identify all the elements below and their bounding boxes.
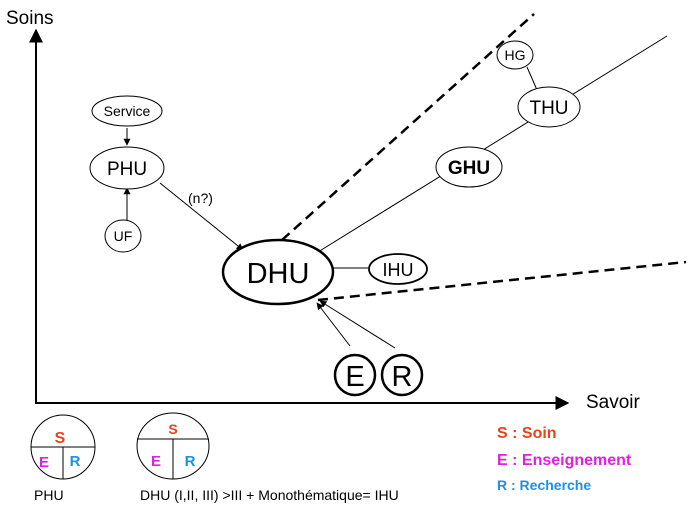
e-label: E: [345, 361, 364, 393]
thu-hg-link: [526, 66, 538, 91]
hg-label: HG: [505, 47, 526, 63]
r-label: R: [392, 361, 413, 393]
phu-structure-caption: PHU: [34, 487, 64, 503]
upper-dashed-line: [281, 13, 535, 241]
y-axis-label: Soins: [6, 8, 54, 29]
dhu-structure-caption: DHU (I,II, III) >III + Monothématique= I…: [140, 487, 399, 503]
phu-label: PHU: [107, 159, 147, 180]
thu-label: THU: [529, 98, 568, 119]
phu-to-dhu-arrow: [159, 182, 244, 251]
thu-node: THU: [517, 86, 581, 128]
phu-structure-circle: S E R: [30, 414, 96, 480]
legend-recherche: R : Recherche: [497, 477, 591, 493]
r-to-dhu-arrow: [319, 300, 396, 349]
ihu-node: IHU: [368, 253, 428, 285]
phu-circle-s: S: [55, 430, 66, 447]
dhu-circle-r: R: [185, 453, 196, 470]
lower-dashed-line: [317, 260, 687, 302]
service-label: Service: [104, 103, 151, 119]
growth-line: [317, 35, 668, 253]
legend-soin: S : Soin: [497, 425, 557, 442]
x-axis-label: Savoir: [586, 392, 641, 413]
dhu-circle-e: E: [151, 453, 161, 470]
dhu-label: DHU: [247, 258, 310, 290]
legend-enseignement: E : Enseignement: [497, 452, 632, 469]
uf-label: UF: [114, 228, 133, 244]
ghu-label: GHU: [448, 158, 490, 179]
ghu-node: GHU: [435, 146, 503, 188]
phu-circle-e: E: [39, 454, 49, 471]
ihu-label: IHU: [383, 260, 414, 280]
dhu-circle-s: S: [168, 421, 177, 437]
phu-dhu-edge-label: (n?): [188, 190, 213, 206]
r-node: R: [380, 353, 424, 397]
uf-node: UF: [104, 219, 142, 253]
phu-circle-r: R: [70, 453, 81, 470]
e-to-dhu-arrow: [316, 302, 351, 347]
phu-node: PHU: [89, 146, 165, 190]
dhu-structure-circle: S E R: [136, 412, 210, 480]
dhu-node: DHU: [221, 238, 335, 306]
service-node: Service: [91, 95, 163, 127]
hg-node: HG: [496, 40, 534, 70]
e-node: E: [333, 353, 377, 397]
